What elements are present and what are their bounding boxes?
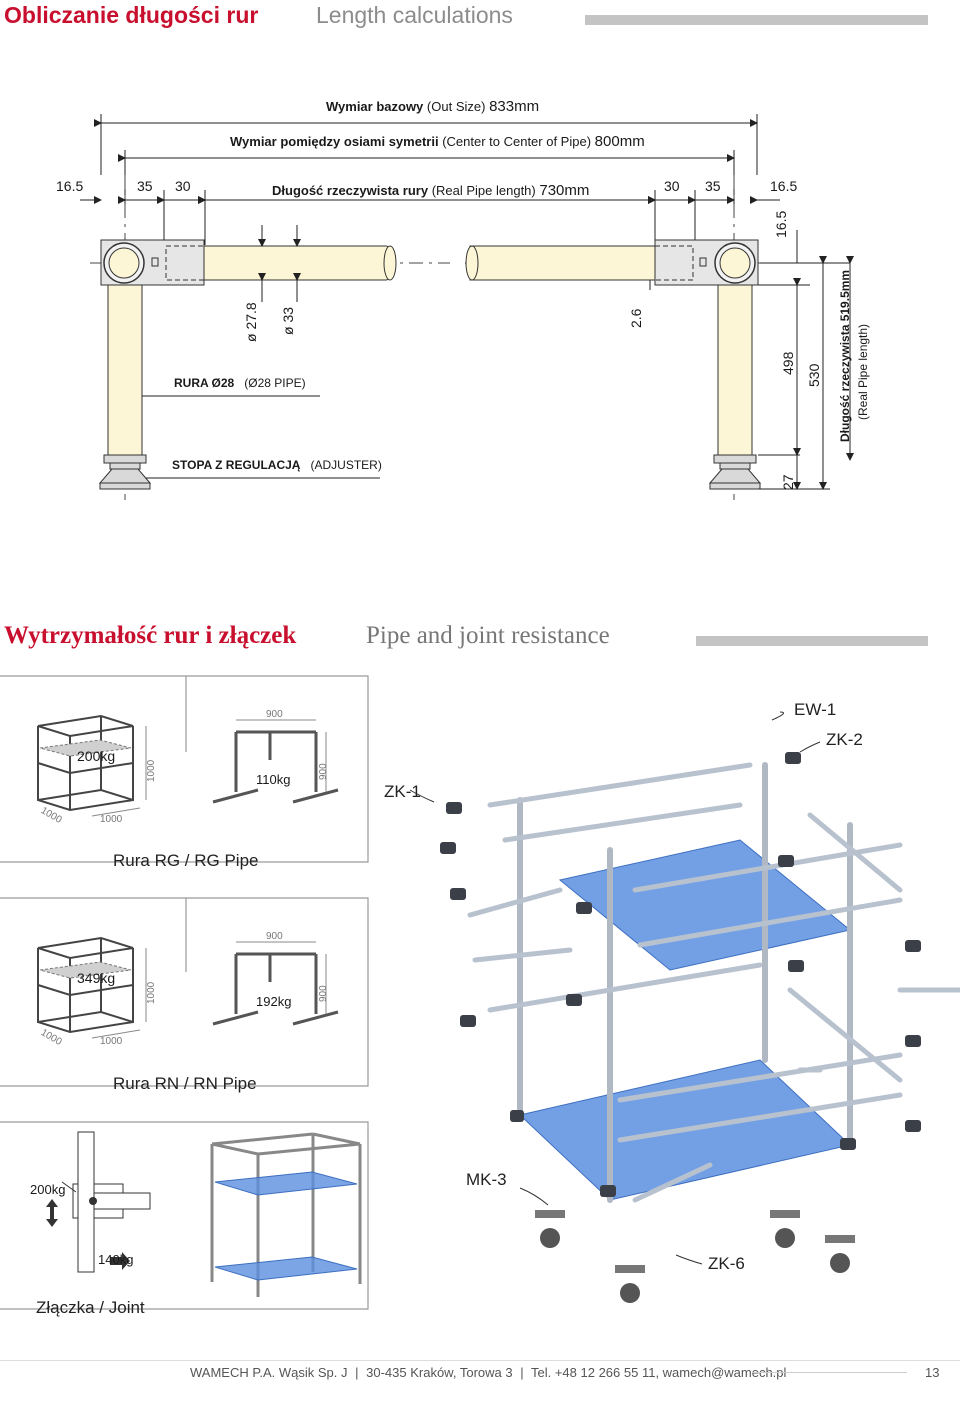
dim-530: 530 xyxy=(806,363,822,387)
dim-498: 498 xyxy=(780,351,796,375)
real-length-pl: Długość rzeczywista rury xyxy=(272,183,429,198)
rn-frame-side: 900 xyxy=(318,985,329,1002)
footer-bar xyxy=(752,1372,907,1373)
dim-16-5-right: 16.5 xyxy=(770,178,798,194)
rn-cube-load: 349kg xyxy=(77,970,116,986)
pipe-label: RURA Ø28 (Ø28 PIPE) xyxy=(174,376,306,390)
panels-svg xyxy=(0,675,369,1310)
dim-35-left: 35 xyxy=(137,178,153,194)
real-length-en: (Real Pipe length) xyxy=(431,183,536,198)
out-size-label: Wymiar bazowy (Out Size) 833mm xyxy=(326,98,539,115)
dim-diameter-33: ø 33 xyxy=(280,306,296,335)
section2-title-pl: Wytrzymałość rur i złączek xyxy=(4,622,297,649)
label-ew1: EW-1 xyxy=(794,700,837,719)
footer-info: WAMECH P.A. Wąsik Sp. J | 30-435 Kraków,… xyxy=(190,1365,787,1380)
vertical-real-length-en: (Real Pipe length) xyxy=(856,323,870,420)
joint-caption: Złączka / Joint xyxy=(36,1298,145,1317)
section-header-resistance: Wytrzymałość rur i złączek Pipe and join… xyxy=(0,622,960,654)
out-size-pl: Wymiar bazowy xyxy=(326,99,424,114)
dim-wall-2-6: 2.6 xyxy=(628,308,644,328)
label-mk3: MK-3 xyxy=(466,1170,507,1189)
rg-frame-top: 900 xyxy=(266,709,283,720)
center-size-value: 800mm xyxy=(594,133,645,150)
section-title-en: Length calculations xyxy=(316,2,513,28)
exploded-view-svg xyxy=(409,711,960,1303)
dim-30-left: 30 xyxy=(175,178,191,194)
rn-frame-load: 192kg xyxy=(256,994,292,1009)
vertical-real-length: Długość rzeczywista 519.5mm (Real Pipe l… xyxy=(836,270,872,442)
length-drawing-svg xyxy=(80,114,854,500)
footer: WAMECH P.A. Wąsik Sp. J | 30-435 Kraków,… xyxy=(0,1360,960,1390)
panels-column: 200kg 1000 1000 1000 900 900 110kg Rura … xyxy=(0,672,370,1322)
adjuster-label-pl: STOPA Z REGULACJĄ xyxy=(172,458,301,472)
adjuster-label: STOPA Z REGULACJĄ (ADJUSTER) xyxy=(172,458,382,472)
label-zk2: ZK-2 xyxy=(826,730,863,749)
joint-load-horizontal: 140kg xyxy=(98,1252,134,1267)
adjuster-label-en: (ADJUSTER) xyxy=(310,458,382,472)
footer-line xyxy=(0,1360,960,1361)
exploded-view: EW-1 ZK-2 ZK-1 MK-3 ZK-6 xyxy=(380,690,960,1330)
rn-cube-width: 1000 xyxy=(100,1036,123,1047)
real-length-value: 730mm xyxy=(539,182,590,199)
dim-27: 27 xyxy=(780,474,796,490)
dim-16-5-left: 16.5 xyxy=(56,178,84,194)
dim-30-right: 30 xyxy=(664,178,680,194)
center-size-en: (Center to Center of Pipe) xyxy=(442,134,592,149)
real-length-label: Długość rzeczywista rury (Real Pipe leng… xyxy=(272,182,589,199)
rg-cube-height: 1000 xyxy=(146,759,157,782)
rg-frame-side: 900 xyxy=(318,763,329,780)
footer-company: WAMECH P.A. Wąsik Sp. J xyxy=(190,1365,348,1380)
out-size-en: (Out Size) xyxy=(426,99,486,114)
center-size-label: Wymiar pomiędzy osiami symetrii (Center … xyxy=(230,133,645,150)
page-number: 13 xyxy=(925,1365,940,1380)
footer-contact: Tel. +48 12 266 55 11, wamech@wamech.pl xyxy=(531,1365,787,1380)
section2-title-en: Pipe and joint resistance xyxy=(366,622,610,649)
joint-load-vertical: 200kg xyxy=(30,1182,66,1197)
out-size-value: 833mm xyxy=(489,98,540,115)
dim-16-5-vertical: 16.5 xyxy=(773,210,789,238)
rg-caption: Rura RG / RG Pipe xyxy=(113,851,259,870)
rn-caption: Rura RN / RN Pipe xyxy=(113,1074,257,1093)
header-bar-2 xyxy=(696,636,928,646)
rn-cube-height: 1000 xyxy=(146,981,157,1004)
header-bar xyxy=(585,15,928,25)
pipe-label-pl: RURA Ø28 xyxy=(174,376,235,390)
rg-cube-width: 1000 xyxy=(100,814,123,825)
rn-frame-top: 900 xyxy=(266,931,283,942)
rg-frame-load: 110kg xyxy=(256,772,291,787)
dim-diameter-27-8: ø 27.8 xyxy=(243,302,259,342)
vertical-real-length-pl: Długość rzeczywista 519.5mm xyxy=(838,269,852,442)
footer-address: 30-435 Kraków, Torowa 3 xyxy=(366,1365,513,1380)
pipe-label-en: (Ø28 PIPE) xyxy=(244,376,306,390)
section-header-length: Obliczanie długości rur Length calculati… xyxy=(0,2,960,32)
dim-35-right: 35 xyxy=(705,178,721,194)
label-zk6: ZK-6 xyxy=(708,1254,745,1273)
length-drawing: Wymiar bazowy (Out Size) 833mm Wymiar po… xyxy=(0,80,960,520)
rg-cube-load: 200kg xyxy=(77,748,116,764)
label-zk1: ZK-1 xyxy=(384,782,421,801)
section-title-pl: Obliczanie długości rur xyxy=(4,2,259,28)
center-size-pl: Wymiar pomiędzy osiami symetrii xyxy=(230,134,439,149)
